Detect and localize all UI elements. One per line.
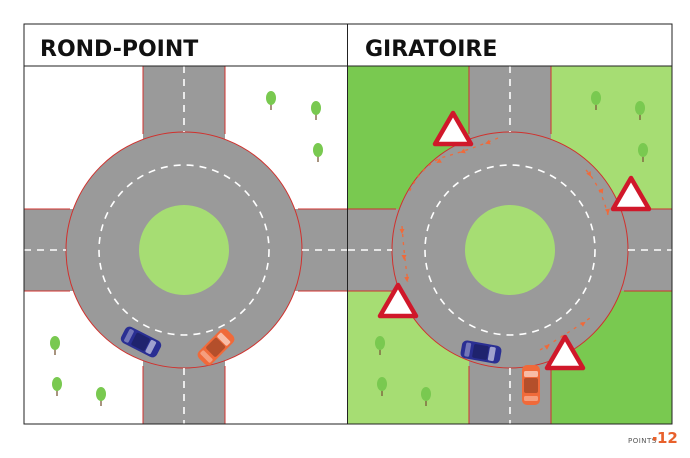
panel-rond-point [24, 66, 347, 424]
traffic-flow-arrows [399, 137, 611, 351]
lane-markings [348, 66, 672, 424]
brand-logo: POINTS 12 [628, 429, 678, 447]
brand-dot [653, 437, 657, 441]
central-island [139, 205, 229, 295]
car-icon [522, 365, 540, 405]
brand-name: POINTS [628, 437, 657, 445]
panel-title-giratoire: GIRATOIRE [365, 37, 497, 62]
flow-path-north [407, 137, 499, 196]
frame [23, 23, 673, 425]
lane-markings [24, 66, 347, 424]
panel-giratoire [348, 66, 672, 424]
brand-number: 12 [657, 429, 678, 447]
panel-title-rond-point: ROND-POINT [40, 37, 198, 62]
central-island [465, 205, 555, 295]
